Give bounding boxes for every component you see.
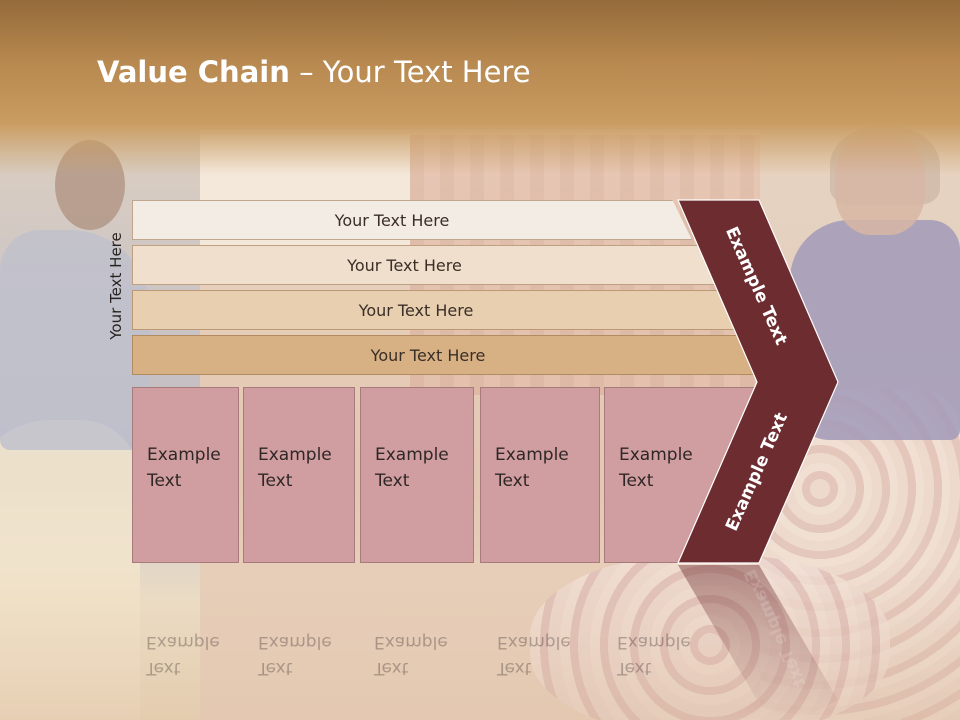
- bar-3: Your Text Here: [132, 290, 740, 330]
- bar-4-label: Your Text Here: [370, 345, 486, 365]
- title-bold: Value Chain: [97, 55, 290, 89]
- bar-2: Your Text Here: [132, 245, 717, 285]
- cell-5-line1: Example: [619, 445, 693, 465]
- side-label: Your Text Here: [107, 232, 125, 340]
- left-armchair: [0, 420, 140, 720]
- bar-1-label: Your Text Here: [334, 210, 450, 230]
- cell-1-line1: Example: [147, 445, 221, 465]
- title-band: [0, 0, 960, 175]
- cell-2-line1: Example: [258, 445, 332, 465]
- cell-5-line2: Text: [619, 471, 654, 491]
- title-rest: – Your Text Here: [289, 55, 531, 89]
- cell-3-line1: Example: [375, 445, 449, 465]
- bar-4: Your Text Here: [132, 335, 764, 375]
- cell-2-line2: Text: [258, 471, 293, 491]
- bar-1: Your Text Here: [132, 200, 692, 240]
- left-person: [0, 230, 150, 450]
- cell-3-line2: Text: [375, 471, 410, 491]
- bar-3-label: Your Text Here: [358, 300, 474, 320]
- cell-4-line2: Text: [495, 471, 530, 491]
- cell-1-line2: Text: [147, 471, 182, 491]
- bar-2-label: Your Text Here: [347, 255, 462, 275]
- cell-4-line1: Example: [495, 445, 569, 465]
- slide-title: Value Chain – Your Text Here: [97, 55, 531, 89]
